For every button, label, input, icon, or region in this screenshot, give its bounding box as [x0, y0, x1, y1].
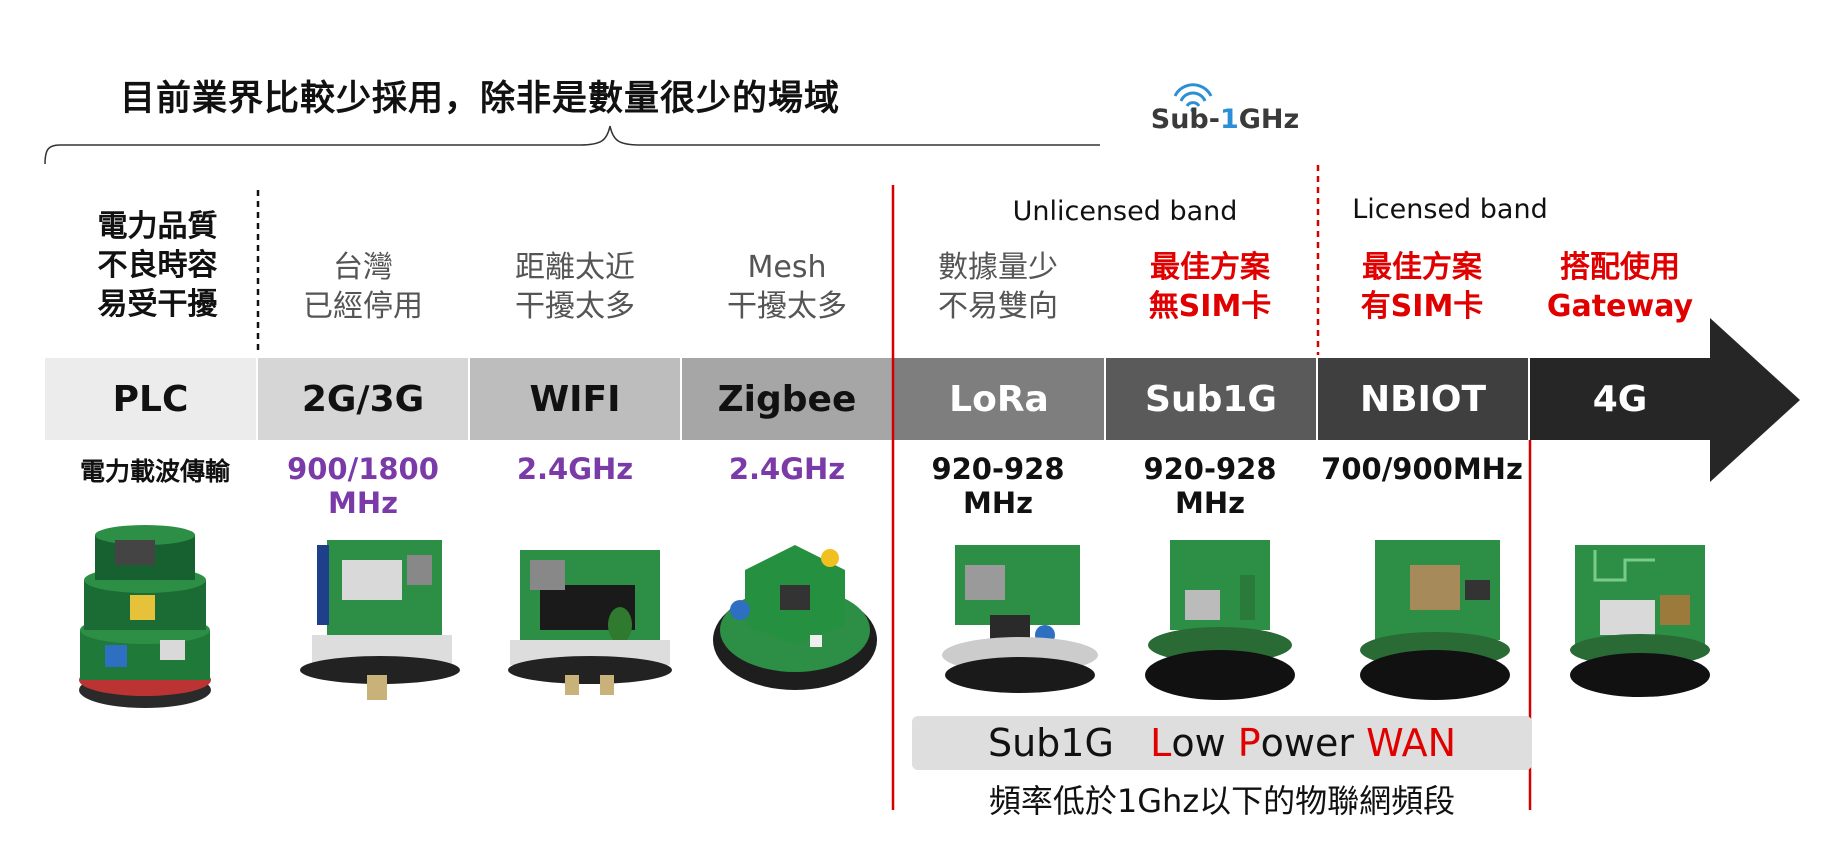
wifi-icon [1173, 83, 1213, 113]
nbiot-device-image [1360, 540, 1510, 700]
reason-line: 無SIM卡 [1148, 289, 1272, 324]
band-label: PLC [112, 378, 189, 420]
licensed-band-label: Licensed band [1352, 194, 1548, 225]
reason-wifi: 距離太近 干擾太多 [470, 248, 680, 326]
reason-zigbee: Mesh 干擾太多 [682, 248, 892, 326]
band-label: LoRa [949, 378, 1049, 420]
reason-line: 干擾太多 [727, 289, 847, 324]
logo-text-c: GHz [1238, 104, 1300, 135]
technology-arrow: PLC 2G/3G WIFI Zigbee LoRa Sub1G NBIOT 4… [45, 358, 1805, 440]
band-plc: PLC [45, 358, 256, 440]
freq-zigbee: 2.4GHz [728, 452, 846, 486]
reason-nbiot: 最佳方案 有SIM卡 [1317, 248, 1527, 326]
band-label: NBIOT [1359, 378, 1487, 420]
band-label: Sub1G [1145, 378, 1277, 420]
band-4g: 4G [1530, 358, 1710, 440]
reason-line: Gateway [1546, 289, 1694, 324]
reason-line: Mesh [747, 250, 827, 285]
freq-plc: 電力載波傳輸 [79, 457, 230, 486]
reason-line: 數據量少 [938, 250, 1058, 285]
band-2g3g: 2G/3G [258, 358, 468, 440]
lpwan-ow: ow [1171, 721, 1226, 765]
reason-sub1g: 最佳方案 無SIM卡 [1105, 248, 1315, 326]
band-label: WIFI [529, 378, 621, 420]
brace [44, 125, 1100, 165]
freq-wifi: 2.4GHz [516, 452, 634, 486]
reason-lora: 數據量少 不易雙向 [893, 248, 1103, 326]
4g-device-image [1570, 545, 1710, 697]
reason-2g3g: 台灣 已經停用 [258, 248, 468, 326]
lpwan-subtitle: 頻率低於1Ghz以下的物聯網頻段 [988, 782, 1456, 820]
unlicensed-band-label: Unlicensed band [1012, 196, 1238, 227]
band-nbiot: NBIOT [1318, 358, 1528, 440]
logo-text-b: 1 [1219, 104, 1239, 135]
plc-note-line: 易受干擾 [97, 287, 218, 322]
band-sub1g: Sub1G [1106, 358, 1316, 440]
band-lora: LoRa [894, 358, 1104, 440]
plc-note-line: 電力品質 [97, 209, 218, 244]
band-label: 4G [1592, 378, 1648, 420]
logo-text-a: Sub- [1150, 104, 1220, 135]
band-wifi: WIFI [470, 358, 680, 440]
reason-line: 台灣 [333, 250, 393, 285]
reason-line: 距離太近 [515, 250, 635, 285]
reason-line: 最佳方案 [1362, 250, 1482, 285]
lpwan-prefix: Sub1G [987, 721, 1114, 765]
top-title: 目前業界比較少採用，除非是數量很少的場域 [120, 79, 841, 119]
freq-lora: 920-928 MHz [931, 452, 1065, 520]
band-label: Zigbee [717, 378, 857, 420]
arrow-head [1710, 318, 1800, 482]
reason-line: 有SIM卡 [1360, 289, 1484, 324]
plc-note-line: 不良時容 [97, 248, 218, 283]
reason-line: 干擾太多 [515, 289, 635, 324]
freq-2g3g: 900/1800 MHz [287, 452, 439, 520]
sub1ghz-logo: Sub-1GHz [1150, 104, 1300, 135]
reason-line: 不易雙向 [938, 289, 1058, 324]
reason-line: 已經停用 [303, 289, 423, 324]
lpwan-wan: WAN [1366, 721, 1457, 765]
plc-device-image [79, 525, 211, 708]
zigbee-device-image [713, 545, 877, 690]
lpwan-l: L [1150, 721, 1172, 765]
freq-sub1g: 920-928 MHz [1143, 452, 1277, 520]
reason-line: 最佳方案 [1150, 250, 1270, 285]
sub1g-device-image [1145, 540, 1295, 700]
wifi-device-image [508, 550, 672, 695]
lora-device-image [942, 545, 1098, 693]
band-label: 2G/3G [301, 378, 425, 420]
band-zigbee: Zigbee [682, 358, 892, 440]
lpwan-p: P [1237, 721, 1261, 765]
2g3g-device-image [300, 540, 460, 700]
freq-nbiot: 700/900MHz [1321, 452, 1523, 486]
reason-4g: 搭配使用 Gateway [1515, 248, 1725, 326]
reason-line: 搭配使用 [1560, 250, 1680, 285]
lpwan-ower: ower [1260, 721, 1355, 765]
plc-note: 電力品質 不良時容 易受干擾 [75, 207, 240, 324]
